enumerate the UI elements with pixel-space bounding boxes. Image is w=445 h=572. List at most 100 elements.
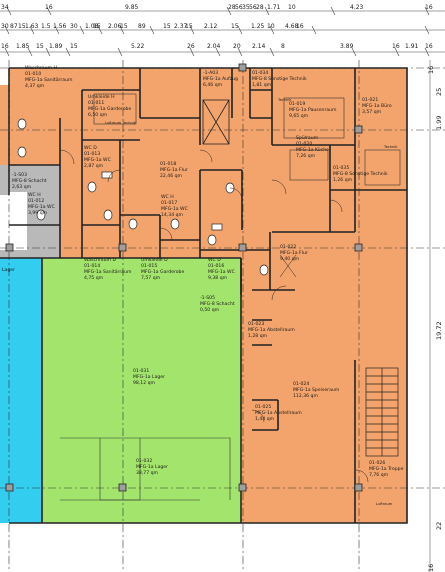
dim-label: 15 bbox=[93, 23, 101, 30]
room-id: 01-022 bbox=[280, 244, 296, 250]
room-use: MFG-1a Büro bbox=[362, 103, 392, 109]
column bbox=[118, 243, 127, 252]
room-use: MFG-1a Küche bbox=[296, 147, 329, 153]
toilet-icon bbox=[17, 118, 27, 130]
room-area: 22,46 qm bbox=[160, 173, 183, 179]
room-use: MFG-1a Lager bbox=[136, 464, 168, 470]
dim-label: 1.71 bbox=[267, 4, 281, 11]
toilet-icon bbox=[128, 218, 138, 230]
room-use: MFG-1a WC bbox=[28, 204, 55, 210]
dim-label: 1.85 bbox=[16, 43, 30, 50]
room-area: 6,46 qm bbox=[203, 82, 223, 88]
room-id: 01-018 bbox=[160, 161, 176, 167]
dim-label: 89 bbox=[138, 23, 146, 30]
right-dimension-chain: 16 25 1.99 19.72 22 16 bbox=[427, 60, 443, 572]
room-id: 01-024 bbox=[293, 381, 309, 387]
room-use: MFG-1a Garderobe bbox=[88, 106, 131, 112]
grid-lines bbox=[0, 60, 445, 572]
room-area: 6,50 qm bbox=[88, 112, 108, 118]
dim-label: 56 bbox=[235, 4, 243, 11]
room-use: MFG-8 Schacht bbox=[200, 301, 235, 307]
dim-label: 15 bbox=[163, 23, 171, 30]
dim-label: 16 bbox=[296, 23, 304, 30]
column bbox=[5, 483, 14, 492]
room-use: MFG-1a Garderobe bbox=[141, 269, 184, 275]
dim-label: 16 bbox=[427, 564, 435, 572]
column bbox=[238, 483, 247, 492]
stair-hall bbox=[0, 258, 42, 523]
dim-label: 1.91 bbox=[405, 43, 419, 50]
room-id: 01-026 bbox=[369, 460, 385, 466]
room-use: MFG-1a WC bbox=[161, 206, 188, 212]
toilet-icon bbox=[207, 234, 217, 246]
dim-label: 15 bbox=[185, 23, 193, 30]
toilet-icon bbox=[87, 181, 97, 193]
room-id: -1-S05 bbox=[200, 295, 215, 301]
dim-label: 28 bbox=[256, 4, 264, 11]
column bbox=[5, 243, 14, 252]
dim-label: 1.08 bbox=[85, 23, 99, 30]
room-id: 01-035 bbox=[333, 165, 349, 171]
inner-lines bbox=[60, 93, 401, 523]
room-use: MFG-1a Lager bbox=[133, 374, 165, 380]
toilet-icon bbox=[259, 264, 269, 276]
upper-area bbox=[140, 68, 230, 118]
column bbox=[354, 243, 363, 252]
room-id: 01-021 bbox=[362, 97, 378, 103]
room-id: 01-023 bbox=[248, 321, 264, 327]
staircase bbox=[365, 367, 399, 457]
door-swings bbox=[59, 149, 369, 483]
column bbox=[238, 243, 247, 252]
room-area: 7,76 qm bbox=[369, 472, 389, 478]
room-id: 01-016 bbox=[208, 263, 224, 269]
dim-label: 56 bbox=[249, 4, 257, 11]
room-use: MFG-1a WC bbox=[208, 269, 235, 275]
dim-label: 22 bbox=[435, 522, 443, 530]
room-use: MFG-1a Abstellraum bbox=[255, 410, 302, 416]
dim-label: 26 bbox=[187, 43, 195, 50]
dim-label: 15 bbox=[18, 23, 26, 30]
room-area: 9,38 qm bbox=[208, 275, 228, 281]
room-use: MFG-8 Sonstige Technik bbox=[252, 76, 307, 82]
room-area: 3,57 qm bbox=[362, 109, 382, 115]
dim-label: 2.12 bbox=[204, 23, 218, 30]
dim-label: 10 bbox=[288, 4, 296, 11]
room-name: WC D bbox=[208, 257, 221, 263]
dim-label: 16 bbox=[1, 43, 9, 50]
left-outside-edge bbox=[0, 195, 9, 250]
luftraum-label: Luftraum bbox=[376, 502, 393, 506]
toilet-icon bbox=[170, 218, 180, 230]
room-id: -1-S03 bbox=[12, 172, 27, 178]
left-outside-box bbox=[9, 192, 27, 250]
dim-label: 4.23 bbox=[350, 4, 364, 11]
room-area: 2,63 qm bbox=[12, 184, 32, 190]
room-name: Umkleide H bbox=[88, 94, 115, 100]
dim-label: 10 bbox=[267, 23, 275, 30]
dim-label: 16 bbox=[392, 43, 400, 50]
room-use: MFG-1a Speiseraum bbox=[293, 387, 340, 393]
room-area: 1,81 qm bbox=[252, 82, 272, 88]
room-area: 4,75 qm bbox=[84, 275, 104, 281]
room-name: Spülraum bbox=[296, 135, 319, 141]
room-id: 01-019 bbox=[289, 101, 305, 107]
room-id: 01-017 bbox=[161, 200, 177, 206]
dim-label: 15 bbox=[70, 43, 78, 50]
toilet-icon bbox=[36, 209, 46, 221]
dim-label: 20 bbox=[233, 43, 241, 50]
floor-fills bbox=[0, 68, 407, 523]
dim-label: 9.85 bbox=[125, 4, 139, 11]
room-area: 98,12 qm bbox=[133, 380, 156, 386]
dim-label: 2.37 bbox=[174, 23, 188, 30]
room-area: 14,34 qm bbox=[161, 212, 184, 218]
dimension-row-1: 34 16 9.85 28 56 35 56 28 1.71 10 4.23 1… bbox=[1, 4, 433, 11]
room-area: 7,26 qm bbox=[296, 153, 316, 159]
toilet-icon bbox=[17, 146, 27, 158]
room-id: 01-013 bbox=[84, 151, 100, 157]
sink-icon bbox=[211, 223, 223, 231]
column bbox=[354, 125, 363, 134]
room-area: 1,44 qm bbox=[255, 416, 275, 422]
room-area: 1,26 qm bbox=[333, 177, 353, 183]
room-name: Waschraum D bbox=[84, 257, 116, 263]
dim-label: 2.04 bbox=[207, 43, 221, 50]
